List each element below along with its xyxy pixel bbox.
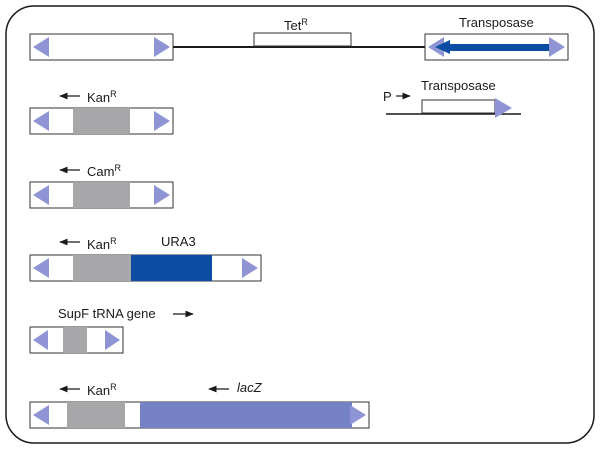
kan-3-label: KanR [87, 382, 117, 398]
kan-1-gene [73, 108, 130, 134]
transposase-arrowhead-icon [435, 40, 450, 54]
transposase-gene-label: Transposase [421, 78, 496, 93]
lacz-label: lacZ [237, 380, 262, 395]
right-repeat-right-icon [549, 37, 565, 57]
element-cam [29, 166, 174, 209]
supf-label: SupF tRNA gene [58, 306, 156, 321]
promoter-construct [386, 92, 521, 118]
kan-3-gene [67, 402, 125, 428]
element-kan-lacz [29, 385, 370, 429]
cam-gene [73, 182, 130, 208]
kan-ura3-left-repeat-icon [33, 258, 49, 278]
transposase-direction-icon [495, 98, 512, 118]
transposon-tet [29, 32, 569, 61]
kan-2-label: KanR [87, 236, 117, 252]
kan-1-right-repeat-icon [154, 111, 170, 131]
kan-lacz-left-repeat-icon [33, 405, 49, 425]
kan-1-left-repeat-icon [33, 111, 49, 131]
transposase-bar [444, 44, 549, 51]
left-repeat-right-icon [154, 37, 170, 57]
kan-1-label: KanR [87, 89, 117, 105]
tet-label: TetR [284, 17, 308, 33]
transposase-gene-box [421, 99, 496, 114]
promoter-label: P [383, 89, 392, 104]
kan-2-gene [73, 255, 131, 281]
lacz-gene [140, 402, 352, 428]
kan-ura3-right-repeat-icon [242, 258, 258, 278]
ura3-gene [131, 255, 212, 281]
cam-label: CamR [87, 163, 121, 179]
outer-frame [5, 5, 595, 444]
transposase-top-label: Transposase [459, 15, 534, 30]
element-kan-ura3 [29, 238, 262, 282]
element-kan-1 [29, 92, 174, 135]
element-supf [29, 310, 194, 354]
tet-gene-box [253, 32, 352, 47]
cam-right-repeat-icon [154, 185, 170, 205]
supf-left-repeat-icon [33, 330, 48, 350]
ura3-label: URA3 [161, 234, 196, 249]
left-repeat-left-icon [33, 37, 49, 57]
left-element-box [29, 33, 174, 61]
kan-lacz-right-repeat-icon [350, 405, 366, 425]
supf-gene [63, 327, 87, 353]
cam-left-repeat-icon [33, 185, 49, 205]
supf-right-repeat-icon [105, 330, 120, 350]
